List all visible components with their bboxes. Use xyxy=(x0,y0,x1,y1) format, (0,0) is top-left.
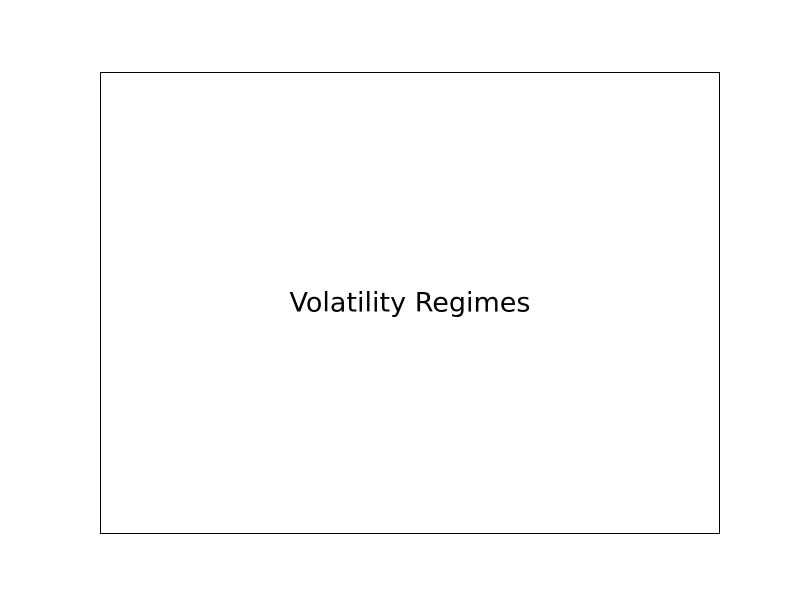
chart-axes-frame: Volatility Regimes xyxy=(100,72,720,534)
center-annotation: Volatility Regimes xyxy=(289,287,531,319)
